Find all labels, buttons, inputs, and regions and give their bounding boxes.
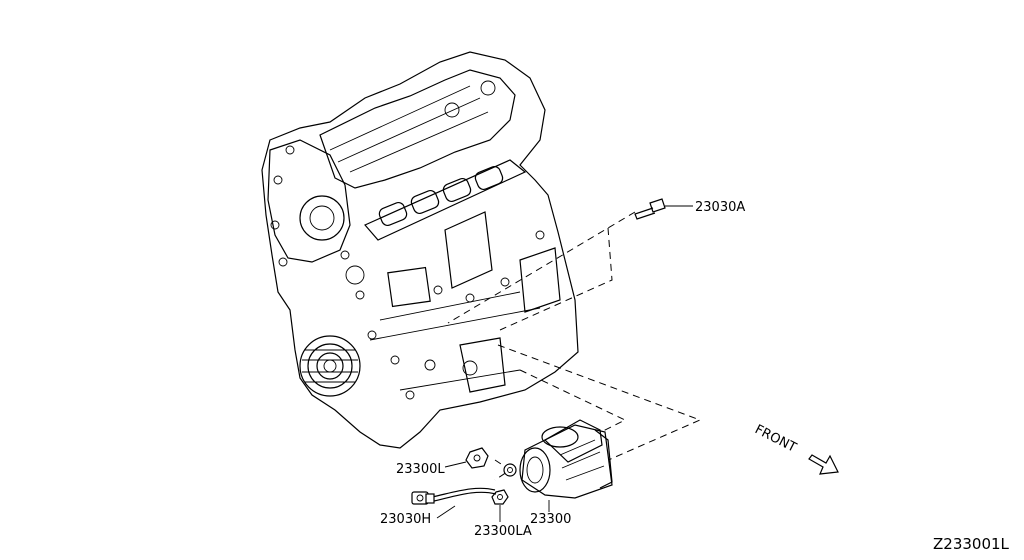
washer-part bbox=[491, 489, 509, 505]
bolt-part bbox=[634, 198, 666, 220]
nut-part bbox=[465, 447, 489, 469]
callout-23300: 23300 bbox=[530, 512, 571, 527]
harness-part bbox=[411, 487, 497, 505]
callout-23030h: 23030H bbox=[380, 512, 431, 527]
front-direction-indicator: FRONT bbox=[752, 422, 839, 475]
figure-code: Z233001L bbox=[933, 535, 1010, 553]
front-arrow-icon bbox=[808, 454, 839, 475]
engine-block bbox=[261, 51, 579, 449]
callout-23300la: 23300LA bbox=[474, 524, 532, 539]
starter-motor-part bbox=[519, 419, 613, 499]
callout-23300l: 23300L bbox=[396, 462, 445, 477]
terminal-washer bbox=[503, 463, 517, 477]
callout-23030a: 23030A bbox=[695, 200, 745, 215]
front-label: FRONT bbox=[752, 422, 798, 456]
